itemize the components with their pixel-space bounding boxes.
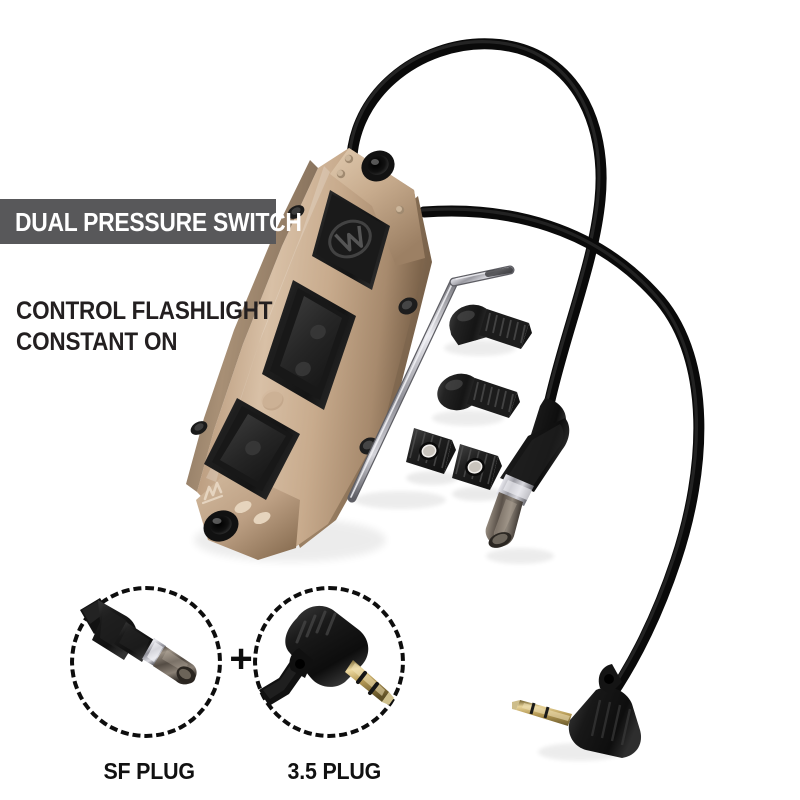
banner-title: DUAL PRESSURE SWITCH [15, 206, 302, 237]
callout-circle-sf-plug [70, 586, 222, 738]
pressure-switch-body [186, 148, 432, 562]
side-screw-upper [287, 205, 305, 219]
headline-line-1: CONTROL FLASHLIGHT [16, 297, 273, 325]
cable-3-5-plug [418, 205, 705, 712]
pad-button-bump [310, 324, 326, 340]
callout-circle-3-5-plug [253, 586, 405, 738]
cable-sf-plug [346, 38, 607, 406]
lower-pressure-pad [204, 398, 300, 500]
top-hex-screw [361, 150, 395, 182]
pad-button-bump [295, 361, 311, 377]
logo-pad [312, 190, 390, 290]
mlok-marking [201, 481, 224, 505]
mlok-t-nut-left [406, 428, 458, 485]
pad-button-bump [245, 440, 261, 456]
headline-line-2: CONSTANT ON [16, 328, 178, 356]
button-screw-upper [444, 304, 532, 356]
side-screw-lower [190, 421, 208, 435]
sf-plug-detail-illustration [80, 598, 197, 685]
bottom-hex-screw [203, 510, 239, 542]
three-five-plug-connector [512, 664, 642, 761]
callout-label-sf-plug: SF PLUG [103, 758, 195, 784]
three-five-plug-detail-illustration [259, 605, 394, 706]
plus-separator: + [229, 637, 253, 681]
rail-screw-right [398, 297, 418, 315]
hex-key [347, 265, 515, 509]
callout-label-3-5-plug: 3.5 PLUG [287, 758, 382, 784]
indicator-slot [234, 500, 252, 514]
sf-plug-connector [485, 398, 570, 564]
product-feature-banner: DUAL PRESSURE SWITCH [0, 199, 302, 244]
indicator-slot [253, 511, 271, 525]
mlok-t-nut-right [452, 444, 504, 501]
feature-headline: CONTROL FLASHLIGHT CONSTANT ON [16, 296, 296, 358]
middle-pressure-pad [262, 280, 356, 410]
button-screw-lower [432, 373, 520, 426]
